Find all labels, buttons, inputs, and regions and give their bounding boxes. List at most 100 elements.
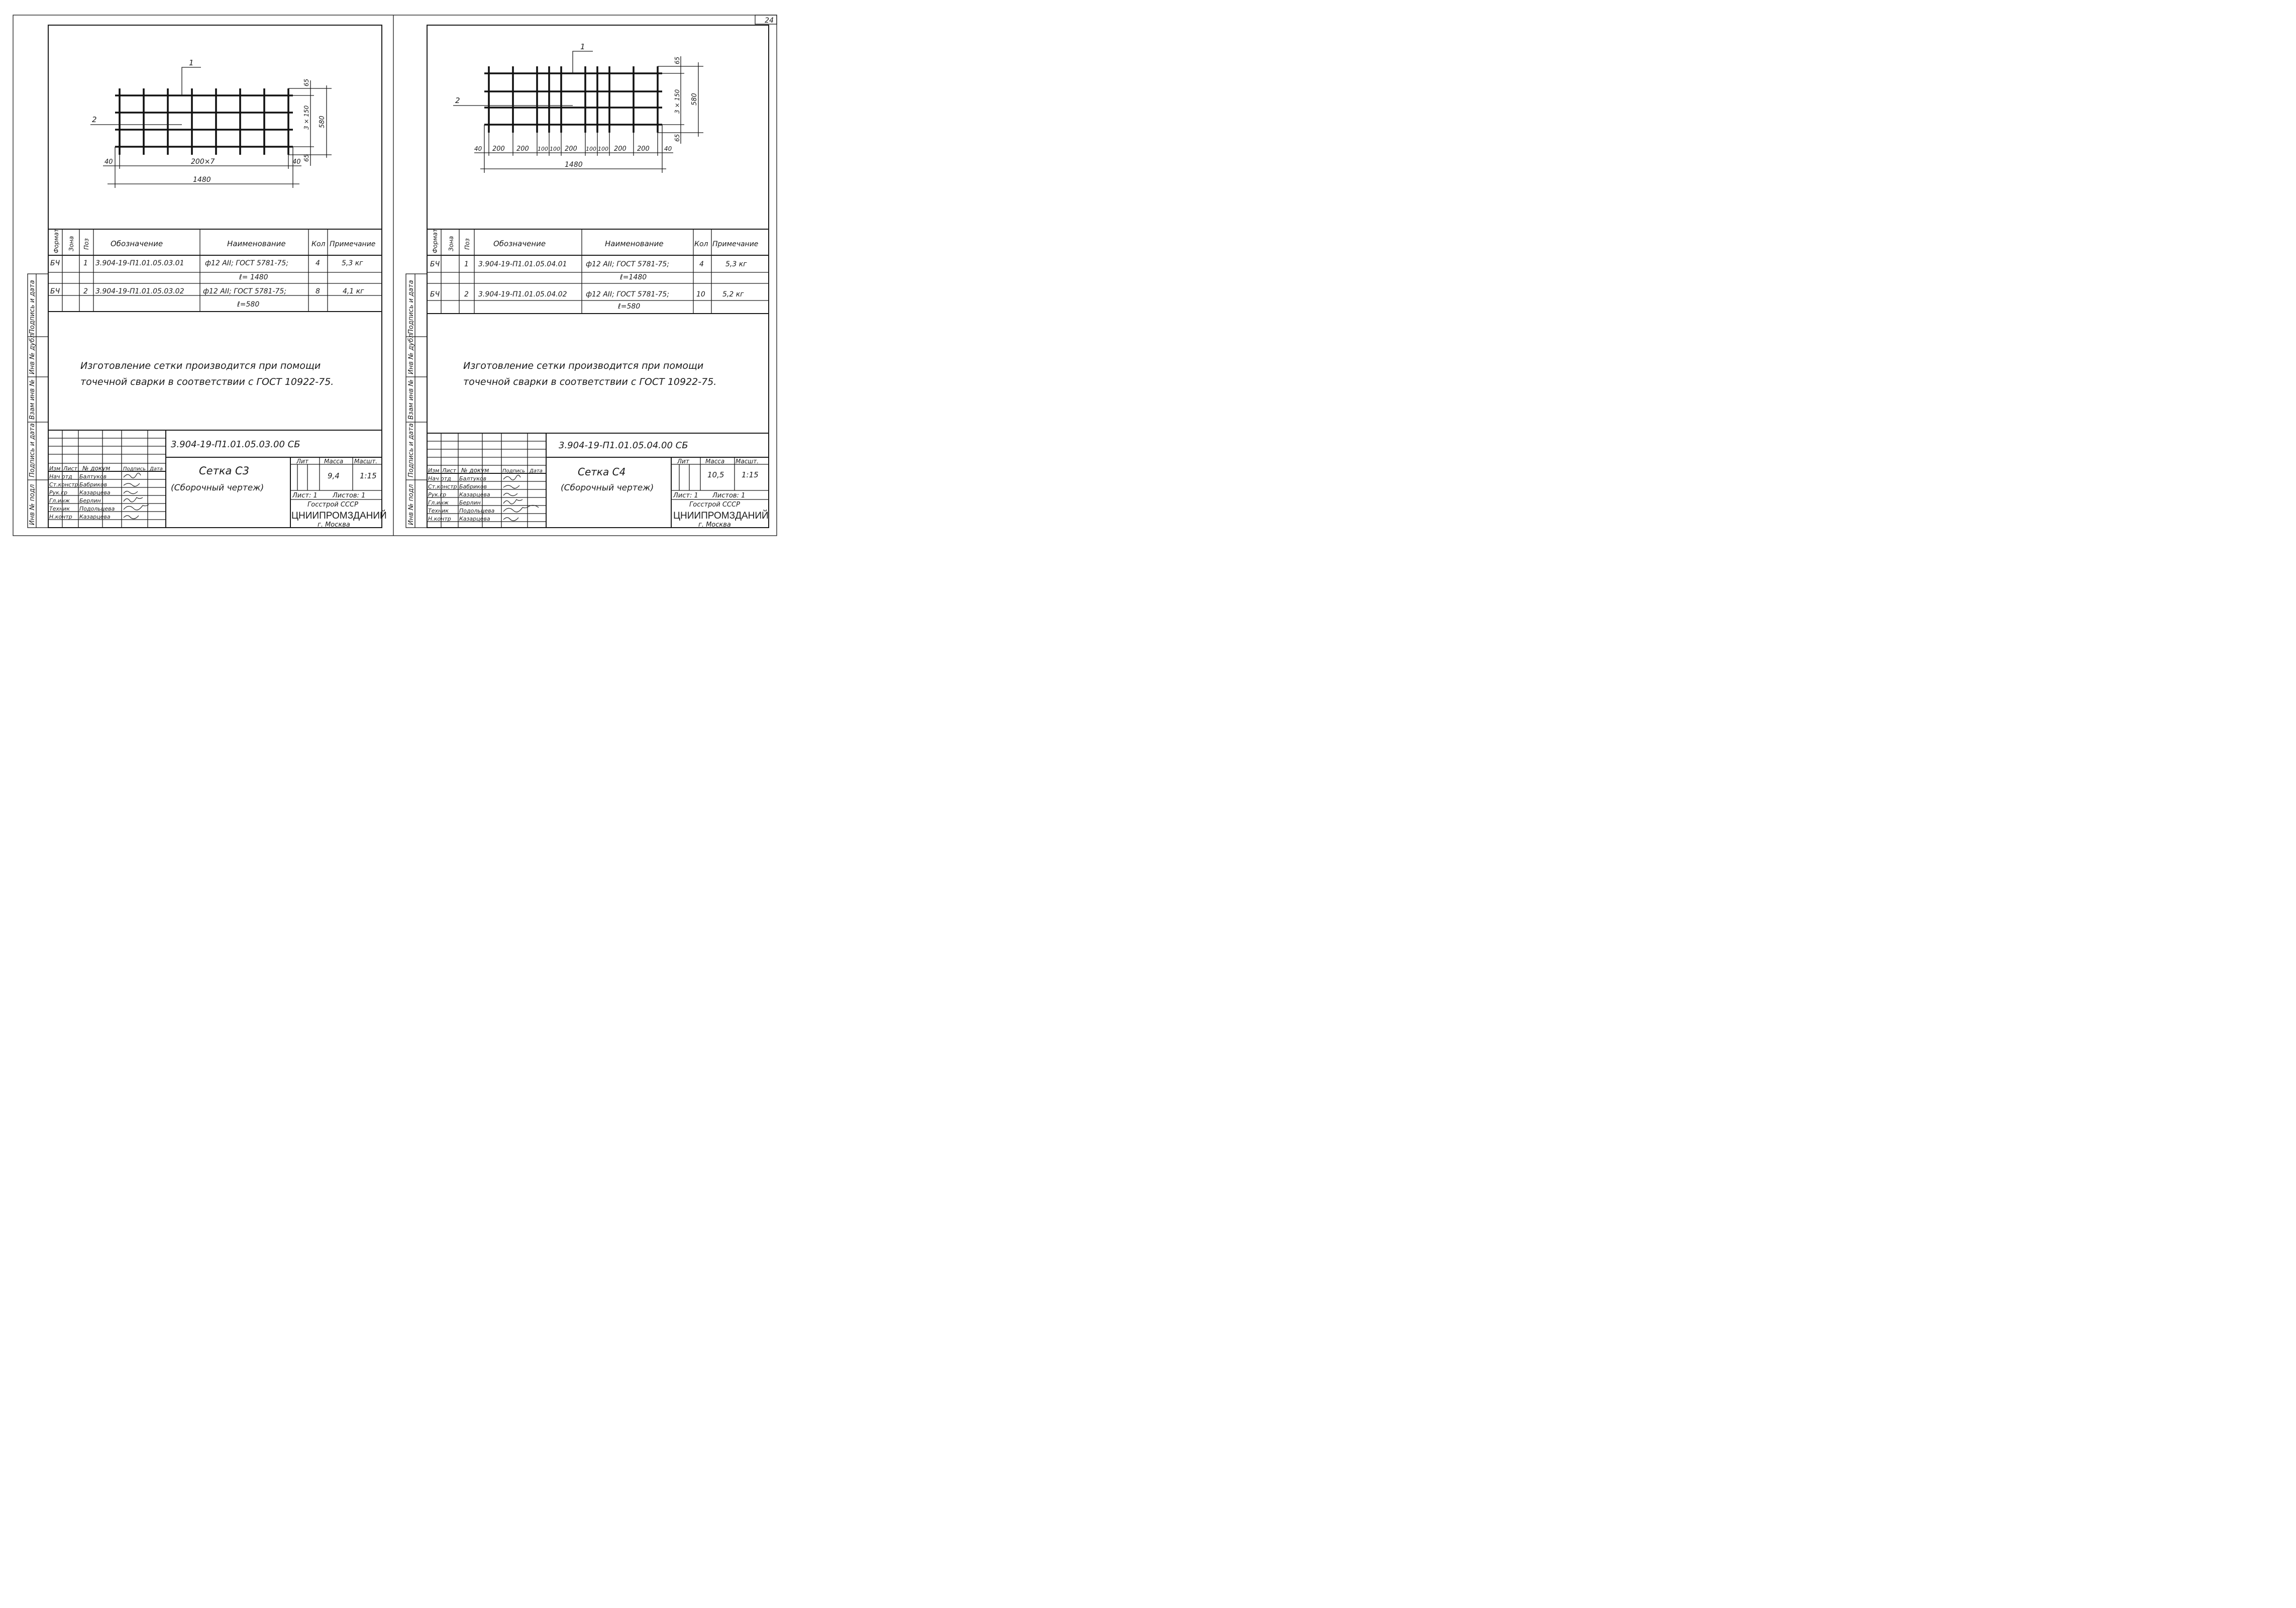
svg-text:580: 580 [691,93,698,106]
callout-1: 1 [580,42,585,51]
dim-200x7: 200×7 [191,158,215,166]
dim-40-right: 40 [292,158,301,166]
svg-text:Техник: Техник [428,508,449,514]
row1-name2: ℓ= 1480 [239,273,268,281]
row1-designation: 3.904-19-П1.01.05.03.01 [95,259,184,267]
hdr-designation: Обозначение [111,239,163,248]
side-stamp-column [27,273,49,528]
svg-text:Гл.инж: Гл.инж [428,499,449,506]
doc-title: Сетка С3 [199,465,249,477]
hdr-pos: Поз [83,238,90,250]
hdr-name: Наименование [227,239,286,248]
svg-text:Дата: Дата [149,466,163,472]
mesh-c4-drawing: 1 2 65 3 × 150 65 580 [453,42,703,173]
svg-text:Бабриков: Бабриков [459,483,487,490]
scale-value: 1:15 [360,471,377,480]
page-number-box [755,15,777,25]
spec-table: Формат Зона Поз Обозначение Наименование… [427,228,769,314]
sheets-total: Листов: 1 [332,492,365,499]
svg-text:Зона: Зона [448,236,455,251]
staff5-role: Техник [49,506,70,512]
hdr-zone: Зона [68,236,75,251]
staff1-role: Нач отд [49,473,72,480]
stamp-sign-date-1: Подпись и дата [29,423,36,477]
hdr-format: Формат [53,228,60,253]
svg-text:40: 40 [474,145,482,152]
signature-1 [123,472,141,478]
svg-text:200: 200 [614,145,627,153]
dim-580: 580 [319,116,326,128]
svg-text:3.904-19-П1.01.05.04.02: 3.904-19-П1.01.05.04.02 [478,290,567,298]
svg-text:БЧ: БЧ [430,260,440,268]
staff1-name: Балтуков [79,473,107,480]
svg-text:Подпись и дата: Подпись и дата [407,280,415,334]
staff6-name: Казарцева [79,514,111,520]
row2-pos: 2 [83,287,88,295]
svg-text:Изм: Изм [49,465,60,472]
mfg-note-line2: точечной сварки в соответствии с ГОСТ 10… [463,376,716,387]
staff4-role: Гл.инж [49,497,70,504]
row1-note: 5,3 кг [342,259,363,267]
svg-text:10: 10 [696,290,705,298]
row1-qty: 4 [316,259,320,267]
svg-text:№ докум: № докум [82,465,110,472]
svg-text:Казарцева: Казарцева [459,516,490,522]
stamp-vzam-inv: Взам инв № [29,379,36,420]
spec-table: Формат Зона Поз Обозначение Наименование… [48,228,382,312]
svg-text:ℓ=580: ℓ=580 [617,303,640,311]
svg-text:ф12 АII; ГОСТ 5781-75;: ф12 АII; ГОСТ 5781-75; [586,260,669,268]
row1-name1: ф12 АII; ГОСТ 5781-75; [205,259,288,267]
svg-text:100: 100 [538,146,548,152]
svg-text:3.904-19-П1.01.05.04.01: 3.904-19-П1.01.05.04.01 [478,260,567,268]
staff5-name: Подольцева [79,506,115,512]
svg-text:1480: 1480 [565,161,583,169]
svg-text:Лист: Лист [63,465,77,472]
svg-text:200: 200 [492,145,505,153]
signature-2 [123,483,140,487]
title-block: Изм Лист № докум Подпись Дата Нач отд Ба… [48,430,387,529]
sheet-frame [48,25,382,528]
signature-6 [123,515,139,519]
doc-designation: 3.904-19-П1.01.05.03.00 СБ [171,439,300,450]
svg-text:Взам инв №: Взам инв № [407,379,415,420]
row2-qty: 8 [316,287,320,295]
svg-text:40: 40 [664,145,672,152]
dim-bot-65: 65 [303,154,310,162]
svg-text:Масшт.: Масшт. [736,458,759,465]
staff6-role: Н.контр [49,514,72,520]
svg-text:Подпись: Подпись [502,468,525,474]
staff2-role: Ст.констр [49,481,78,488]
row1-format: БЧ [50,259,60,267]
svg-text:200: 200 [516,145,529,153]
side-stamp-column [405,273,428,528]
svg-text:Нач отд: Нач отд [428,475,451,482]
svg-text:Примечание: Примечание [712,240,758,248]
org-2: ЦНИИПРОМЗДАНИЙ [673,510,769,521]
svg-text:Поз: Поз [464,238,471,250]
staff4-name: Берлин [79,497,101,504]
title-block: Изм Лист № докум Подпись Дата Нач отд Ба… [427,433,769,529]
org-3: г. Москва [318,521,350,529]
svg-text:Инв № подл: Инв № подл [407,484,415,525]
row2-format: БЧ [50,287,60,295]
callout-1: 1 [189,58,194,67]
svg-text:100: 100 [586,146,596,152]
signature-4 [123,497,143,502]
svg-text:200: 200 [637,145,650,153]
staff3-name: Казарцева [79,489,111,496]
svg-text:Дата: Дата [529,468,543,474]
svg-text:Подпись: Подпись [123,466,146,472]
mesh-c3-drawing: 1 2 65 3 × 150 65 580 40 200×7 40 1480 [90,58,332,188]
svg-text:Масшт.: Масшт. [354,458,377,465]
svg-text:Лит: Лит [296,458,309,465]
svg-text:Подольцева: Подольцева [459,508,495,514]
sheet-c3: Инв № подл Подпись и дата Взам инв № Инв… [27,25,387,529]
svg-text:Рук.гр: Рук.гр [428,491,446,498]
signature-3 [123,490,138,494]
svg-text:4: 4 [699,260,704,268]
dim-top-65: 65 [303,79,310,86]
org-1: Госстрой СССР [307,501,358,509]
svg-text:Кол: Кол [694,240,708,248]
svg-text:Н.контр: Н.контр [428,516,451,522]
svg-text:ф12 АII; ГОСТ 5781-75;: ф12 АII; ГОСТ 5781-75; [586,290,669,298]
